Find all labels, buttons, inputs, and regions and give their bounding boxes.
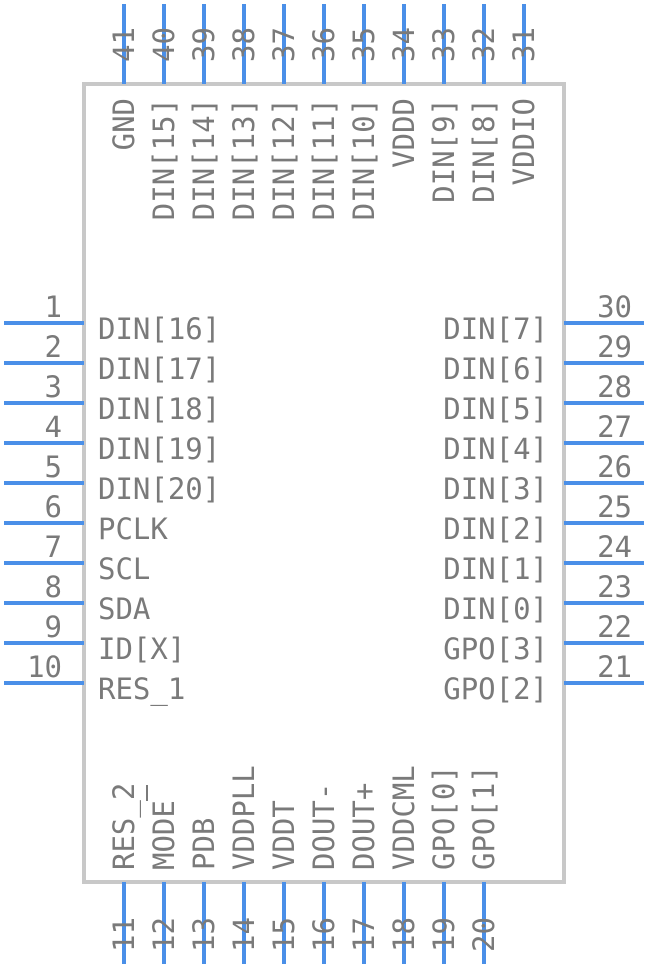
pin-9-number: 9 — [45, 610, 62, 644]
pin-17-label-dout: DOUT+ — [347, 783, 381, 870]
pin-3-label-din-18: DIN[18] — [98, 392, 220, 426]
pin-27-label-din-4: DIN[4] — [443, 432, 548, 466]
pin-6-label-pclk: PCLK — [98, 512, 168, 546]
pin-11-number: 11 — [107, 917, 141, 952]
pin-21-number: 21 — [597, 650, 632, 684]
pin-31-number: 31 — [507, 27, 541, 62]
pin-25-label-din-2: DIN[2] — [443, 512, 548, 546]
pin-28-number: 28 — [597, 370, 632, 404]
pin-1-number: 1 — [45, 290, 62, 324]
pin-3-number: 3 — [45, 370, 62, 404]
pin-26-number: 26 — [597, 450, 632, 484]
pin-30-label-din-7: DIN[7] — [443, 312, 548, 346]
pin-34-label-vddd: VDDD — [387, 98, 421, 168]
pin-21-label-gpo-2: GPO[2] — [443, 672, 548, 706]
pin-24-number: 24 — [597, 530, 632, 564]
pin-33-number: 33 — [427, 27, 461, 62]
pin-12-label-mode: MODE — [147, 800, 181, 870]
pin-14-number: 14 — [227, 917, 261, 952]
pin-11-label-res-2: RES_2 — [107, 783, 142, 870]
pin-40-label-din-15: DIN[15] — [147, 98, 181, 220]
pin-41-number: 41 — [107, 27, 141, 62]
pin-36-number: 36 — [307, 27, 341, 62]
pin-20-label-gpo-1: GPO[1] — [467, 765, 501, 870]
pin-13-label-pdb: PDB — [187, 818, 221, 870]
pin-26-label-din-3: DIN[3] — [443, 472, 548, 506]
pin-37-number: 37 — [267, 27, 301, 62]
pin-34-number: 34 — [387, 27, 421, 62]
pin-22-number: 22 — [597, 610, 632, 644]
pin-33-label-din-9: DIN[9] — [427, 98, 461, 203]
pin-36-label-din-11: DIN[11] — [307, 98, 341, 220]
pin-35-number: 35 — [347, 27, 381, 62]
pin-37-label-din-12: DIN[12] — [267, 98, 301, 220]
pin-13-number: 13 — [187, 917, 221, 952]
pin-8-number: 8 — [45, 570, 62, 604]
pin-4-number: 4 — [45, 410, 62, 444]
pin-18-number: 18 — [387, 917, 421, 952]
pin-10-number: 10 — [27, 650, 62, 684]
pin-9-label-id-x: ID[X] — [98, 632, 185, 666]
pin-25-number: 25 — [597, 490, 632, 524]
pin-2-number: 2 — [45, 330, 62, 364]
pin-22-label-gpo-3: GPO[3] — [443, 632, 548, 666]
pin-7-label-scl: SCL — [98, 552, 150, 586]
pin-8-label-sda: SDA — [98, 592, 150, 626]
pin-19-number: 19 — [427, 917, 461, 952]
pin-15-number: 15 — [267, 917, 301, 952]
pin-7-number: 7 — [45, 530, 62, 564]
pin-18-label-vddcml: VDDCML — [387, 765, 421, 870]
pin-4-label-din-19: DIN[19] — [98, 432, 220, 466]
pin-14-label-vddpll: VDDPLL — [227, 765, 261, 870]
pin-15-label-vddt: VDDT — [267, 800, 301, 870]
pin-30-number: 30 — [597, 290, 632, 324]
pin-19-label-gpo-0: GPO[0] — [427, 765, 461, 870]
pin-41-label-gnd: GND — [107, 98, 141, 150]
pin-10-label-res-1: RES_1 — [98, 672, 185, 707]
pin-29-number: 29 — [597, 330, 632, 364]
pin-32-number: 32 — [467, 27, 501, 62]
pin-20-number: 20 — [467, 917, 501, 952]
pin-1-label-din-16: DIN[16] — [98, 312, 220, 346]
pin-39-label-din-14: DIN[14] — [187, 98, 221, 220]
pin-5-number: 5 — [45, 450, 62, 484]
pin-23-label-din-0: DIN[0] — [443, 592, 548, 626]
pin-16-number: 16 — [307, 917, 341, 952]
pin-32-label-din-8: DIN[8] — [467, 98, 501, 203]
pin-28-label-din-5: DIN[5] — [443, 392, 548, 426]
pin-31-label-vddio: VDDIO — [507, 98, 541, 185]
pin-29-label-din-6: DIN[6] — [443, 352, 548, 386]
pin-40-number: 40 — [147, 27, 181, 62]
pin-38-label-din-13: DIN[13] — [227, 98, 261, 220]
pin-27-number: 27 — [597, 410, 632, 444]
pin-35-label-din-10: DIN[10] — [347, 98, 381, 220]
pin-16-label-dout: DOUT- — [307, 783, 341, 870]
pin-38-number: 38 — [227, 27, 261, 62]
pin-5-label-din-20: DIN[20] — [98, 472, 220, 506]
pin-6-number: 6 — [45, 490, 62, 524]
pin-12-number: 12 — [147, 917, 181, 952]
pin-23-number: 23 — [597, 570, 632, 604]
pin-39-number: 39 — [187, 27, 221, 62]
pin-24-label-din-1: DIN[1] — [443, 552, 548, 586]
pin-17-number: 17 — [347, 917, 381, 952]
pin-2-label-din-17: DIN[17] — [98, 352, 220, 386]
